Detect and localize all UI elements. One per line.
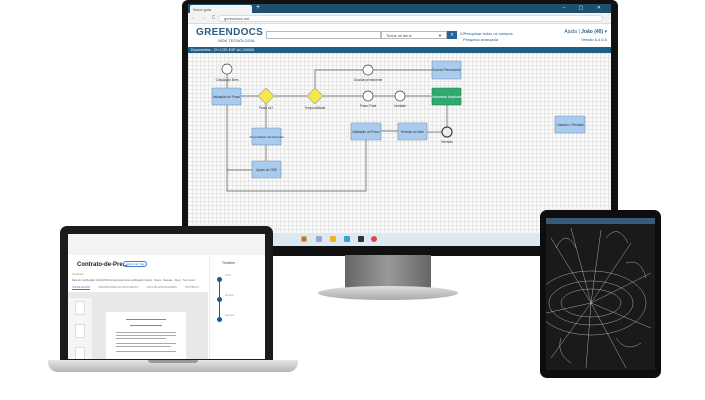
window-controls[interactable]: – ▢ ✕	[562, 5, 607, 11]
scope-select[interactable]: Todos os itens ▼	[381, 31, 447, 39]
logo-docs: DOCS	[233, 27, 264, 38]
label-arquivado: Documento Arquivado	[431, 95, 463, 99]
monitor-base	[318, 286, 458, 300]
gateway-prazo-ok[interactable]	[257, 87, 275, 105]
task-revisao-bem[interactable]	[397, 122, 428, 141]
paint-icon[interactable]	[316, 236, 322, 242]
pdf-page	[106, 312, 186, 359]
new-tab-button[interactable]: +	[256, 4, 261, 11]
timeline-step[interactable]	[217, 297, 222, 302]
tab-aprovadores[interactable]: LISTA DE APROVADORES	[146, 286, 177, 289]
document-meta: Data de modificação: 16/10/2020 Responsá…	[72, 279, 196, 282]
pdf-viewer[interactable]	[68, 292, 208, 359]
device-icon[interactable]	[358, 236, 364, 242]
label-val1: Validação do Prazo	[213, 95, 241, 99]
laptop-screen: Contrato-de-Pre... Adicionar Tag Contrat…	[68, 234, 265, 359]
advanced-search-link[interactable]: Pesquisa avançada	[463, 37, 498, 42]
event-unidade[interactable]	[394, 90, 406, 102]
folder-icon[interactable]	[330, 236, 336, 242]
label-unidade: Unidade	[394, 104, 406, 108]
address-bar-row: ← → C greendocs.net	[188, 13, 611, 24]
taskbar	[188, 233, 611, 246]
label-temporalidade: Temporalidade	[305, 106, 326, 110]
timeline-title: Timeline	[222, 261, 236, 265]
technical-drawing	[546, 218, 655, 369]
event-guarda[interactable]	[362, 64, 374, 76]
laptop-notch	[148, 360, 198, 363]
label-start: Criação do Bem	[216, 78, 239, 82]
tab-historico[interactable]: HISTÓRICO	[184, 286, 199, 289]
logo: GREENDOCS	[196, 27, 263, 38]
app-icon[interactable]	[344, 236, 350, 242]
timeline-panel: Timeline Draft Aprovar Release	[209, 255, 265, 359]
page-thumbnail[interactable]	[75, 301, 85, 315]
scope-value: Todos os itens	[386, 33, 412, 38]
label-revisao: Revisão	[441, 140, 453, 144]
task-cadastro-revisao[interactable]	[554, 115, 586, 134]
search-button[interactable]: ⌕	[447, 31, 457, 39]
user-name[interactable]: João (40)	[581, 29, 604, 35]
tab-visualizacao[interactable]: VISUALIZAÇÃO	[72, 286, 91, 290]
label-val2: Validação do Prazo	[352, 130, 380, 134]
app-header: GREENDOCS WDK TECNOLOGIA Todos os itens ▼…	[188, 24, 611, 47]
laptop-base	[48, 360, 298, 372]
laptop-top-bar	[68, 234, 265, 255]
logo-subtitle: WDK TECNOLOGIA	[218, 38, 255, 43]
nav-buttons[interactable]: ← → C	[191, 15, 218, 21]
help-link[interactable]: Ajuda	[564, 29, 578, 35]
page-thumbnail[interactable]	[75, 347, 85, 359]
document-type: Contrato	[72, 272, 84, 276]
start-event[interactable]	[221, 63, 233, 75]
page-thumbnail[interactable]	[75, 324, 85, 338]
firefox-icon[interactable]	[371, 236, 377, 242]
tab-informacoes[interactable]: INFORMAÇÕES DO DOCUMENTO	[98, 286, 139, 289]
search-icon: ⌕	[450, 32, 454, 38]
task-ajuste-gbs[interactable]	[251, 160, 282, 179]
task-validacao-prazo-2[interactable]	[350, 122, 382, 141]
browser-tab[interactable]: Nova guia	[190, 5, 252, 13]
event-prazo-final[interactable]	[362, 90, 374, 102]
checkbox-label: Pesquisar todos os campos	[463, 31, 513, 36]
browser-tab-bar: Nova guia + – ▢ ✕	[188, 4, 611, 13]
timeline-step-label: Release	[225, 314, 235, 317]
label-prazo-ok: Prazo ok?	[259, 106, 274, 110]
breadcrumb: Documentos - CH-COE-ESP-AC-000001	[188, 47, 611, 53]
label-ajuste: Ajuste do GBS	[256, 168, 277, 172]
task-validacao-prazo[interactable]	[211, 87, 242, 106]
timeline-step[interactable]	[217, 277, 222, 282]
task-documento-arquivado[interactable]	[431, 87, 462, 106]
connectors	[226, 69, 448, 192]
chevron-down-icon: ▼	[438, 33, 442, 38]
event-revisao[interactable]	[441, 126, 453, 138]
document-tabs: VISUALIZAÇÃO INFORMAÇÕES DO DOCUMENTO LI…	[72, 286, 199, 290]
page-thumbnails	[68, 298, 92, 359]
search-all-fields-checkbox[interactable]: ☑Pesquisar todos os campos	[460, 31, 513, 36]
search-input[interactable]	[266, 31, 381, 39]
document-title: Contrato-de-Pre...	[77, 262, 128, 268]
version-label: Versão 6.4.6.6	[581, 37, 607, 42]
timeline-step-label: Aprovar	[225, 294, 234, 297]
label-temp-nao: Temporalidade não informada	[249, 135, 284, 139]
user-menu[interactable]: Ajuda | João (40) ▾	[564, 29, 607, 35]
url-input[interactable]: greendocs.net	[218, 15, 603, 22]
add-tag-button[interactable]: Adicionar Tag	[123, 261, 148, 267]
label-cadastro: Cadastro / Revisão	[556, 123, 583, 127]
timeline-step[interactable]	[217, 317, 222, 322]
chrome-icon[interactable]	[301, 236, 307, 242]
tablet-screen-technical-drawing[interactable]	[546, 218, 655, 370]
checkbox-icon: ☑	[460, 31, 464, 36]
monitor-stand	[345, 255, 431, 289]
label-revisao-bem: Revisão do Bem	[401, 130, 425, 134]
workflow-nodes: Criação do Bem Validação do Prazo Prazo …	[211, 60, 586, 179]
gateway-temporalidade[interactable]	[306, 87, 324, 105]
label-prazo-final: Prazo Final	[360, 104, 376, 108]
label-guarda-circle: Guarda permanente	[354, 78, 383, 82]
task-guarda-permanente[interactable]	[431, 60, 462, 80]
document-panel: Contrato-de-Pre... Adicionar Tag Contrat…	[68, 255, 208, 359]
label-guarda-box: Guarda Permanente	[432, 68, 461, 72]
timeline-step-label: Draft	[225, 274, 231, 277]
logo-green: GREEN	[196, 27, 234, 38]
task-temporalidade-nao-informada[interactable]	[251, 127, 282, 146]
